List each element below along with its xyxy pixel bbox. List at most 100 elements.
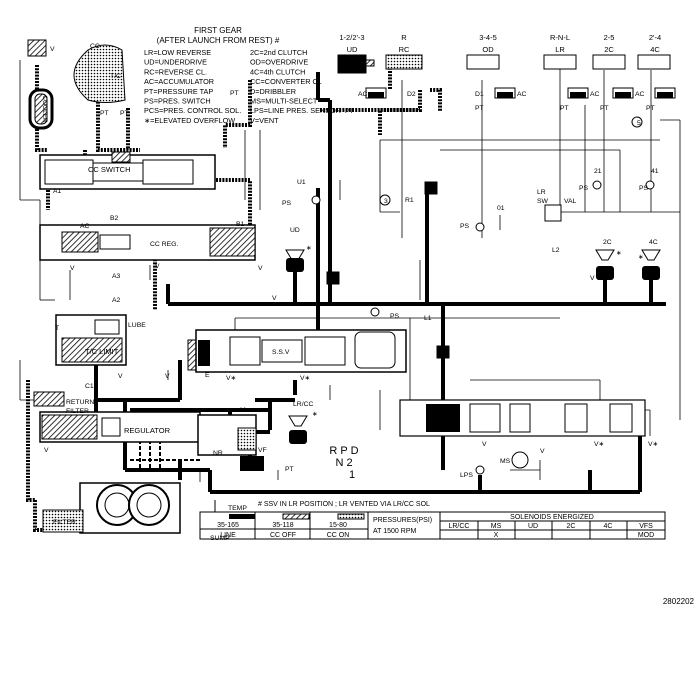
label-regulator: REGULATOR xyxy=(124,426,171,435)
label-ac: AC xyxy=(635,91,645,98)
label-ac: AC xyxy=(358,91,368,98)
pressure-state: LINE xyxy=(220,532,236,539)
legend-entry: LR=LOW REVERSE xyxy=(144,48,211,57)
element-group-label: R xyxy=(401,33,407,42)
label-ud: UD xyxy=(290,227,300,234)
clutch-lr xyxy=(543,54,577,70)
oil-filter xyxy=(42,509,84,533)
label-pt: PT xyxy=(600,105,609,112)
element-group-label: 2-5 xyxy=(604,33,615,42)
label-pt: PT xyxy=(560,105,569,112)
label-v: V xyxy=(155,263,160,270)
title-block: FIRST GEAR (AFTER LAUNCH FROM REST) # xyxy=(157,26,280,45)
solenoid-lr-cc xyxy=(288,415,308,444)
label-c2: 2C xyxy=(603,239,612,246)
label-sump: SUMP xyxy=(210,535,230,542)
legend-entry: RC=REVERSE CL. xyxy=(144,67,207,76)
label-n5: 5 xyxy=(637,120,641,127)
label-pcs: PCS xyxy=(246,462,260,469)
clutch-2c xyxy=(592,54,626,70)
gear-selector-row-1: R P D xyxy=(329,445,358,457)
label-v: V xyxy=(50,46,55,53)
pressure-state: CC OFF xyxy=(270,532,296,539)
pressure-range: 35-118 xyxy=(272,522,293,529)
label-o1: 01 xyxy=(497,205,505,212)
element-name-label: UD xyxy=(347,45,358,54)
legend-entry: V=VENT xyxy=(250,116,279,125)
solenoid-column-header: 2C xyxy=(567,523,576,530)
torque-converter xyxy=(73,44,126,103)
label-ps: PS xyxy=(282,200,292,207)
element-name-label: 4C xyxy=(650,45,660,54)
solenoid-ud xyxy=(285,249,305,272)
label-v: V xyxy=(70,265,75,272)
legend-entry: D=DRIBBLER xyxy=(250,87,296,96)
label-pt: PT xyxy=(120,110,129,117)
label-pt: PT xyxy=(230,90,239,97)
label-v: V xyxy=(590,275,595,282)
figure-number: 2802202 xyxy=(663,597,695,606)
label-filter: FILTER xyxy=(53,519,76,526)
label-a1: A1 xyxy=(53,188,62,195)
label-lr-cc: LR/CC xyxy=(293,401,313,408)
label-v: V xyxy=(540,448,545,455)
element-name-label: LR xyxy=(555,45,565,54)
label-v: V xyxy=(482,441,487,448)
pressure-state: CC ON xyxy=(327,532,350,539)
label-ac: AC xyxy=(590,91,600,98)
subtitle: (AFTER LAUNCH FROM REST) # xyxy=(157,36,280,45)
dashed-signal-lines xyxy=(130,440,200,470)
solenoid-table-heading: SOLENOIDS ENERGIZED xyxy=(510,514,594,521)
element-group-label: 1-2/2'-3 xyxy=(339,33,364,42)
label-c4: 4C xyxy=(649,239,658,246)
label-ps: PS xyxy=(390,313,400,320)
label-l2: L2 xyxy=(552,247,560,254)
label-return-filter-2: FILTER xyxy=(66,408,89,415)
label-t: T xyxy=(55,325,59,332)
label-nr: NR xyxy=(213,450,223,457)
oil-pump xyxy=(79,482,181,534)
label-vf: VF xyxy=(258,447,267,454)
label-pt: PT xyxy=(285,466,294,473)
legend-entry: MS=MULTI-SELECT xyxy=(250,97,318,106)
label-pt: PT xyxy=(345,108,354,115)
manual-valve xyxy=(399,399,646,437)
pcs-solenoid-block xyxy=(197,414,264,471)
gear-selector-row-2: N 2 xyxy=(335,457,352,469)
legend-entry: OD=OVERDRIVE xyxy=(250,58,308,67)
solenoid-column-header: MS xyxy=(491,523,502,530)
label-temp: TEMP xyxy=(228,505,247,512)
tc-limit-valve xyxy=(55,314,199,371)
legend-entry: LPS=LINE PRES. SENSOR xyxy=(250,106,341,115)
label-ps: PS xyxy=(460,223,470,230)
solenoid-status-table xyxy=(439,511,666,540)
clutch-rc xyxy=(385,54,423,70)
clutch-ud xyxy=(337,54,375,74)
label-lps: LPS xyxy=(460,472,473,479)
pressure-range: 15-80 xyxy=(329,522,347,529)
label-v: V xyxy=(118,373,123,380)
footnote: # SSV IN LR POSITION ; LR VENTED VIA LR/… xyxy=(258,501,430,508)
label-cc-switch: CC SWITCH xyxy=(88,165,131,174)
label-n41: 41 xyxy=(651,168,659,175)
gear-selector-row-3: 1 xyxy=(349,469,355,481)
label-c1: C1 xyxy=(85,383,94,390)
element-name-label: OD xyxy=(482,45,494,54)
label-ms: MS xyxy=(500,458,511,465)
label-cc: CC xyxy=(90,43,100,50)
label-a2: A2 xyxy=(112,297,121,304)
pressure-condition: AT 1500 RPM xyxy=(373,528,416,535)
label-star: ∗ xyxy=(306,245,312,252)
footnote-text: # SSV IN LR POSITION ; LR VENTED VIA LR/… xyxy=(258,501,430,508)
label-vstar: V∗ xyxy=(648,441,658,448)
label-n2: 2 xyxy=(333,278,337,285)
pressure-switches xyxy=(311,180,655,475)
legend-entry: PS=PRES. SWITCH xyxy=(144,97,211,106)
